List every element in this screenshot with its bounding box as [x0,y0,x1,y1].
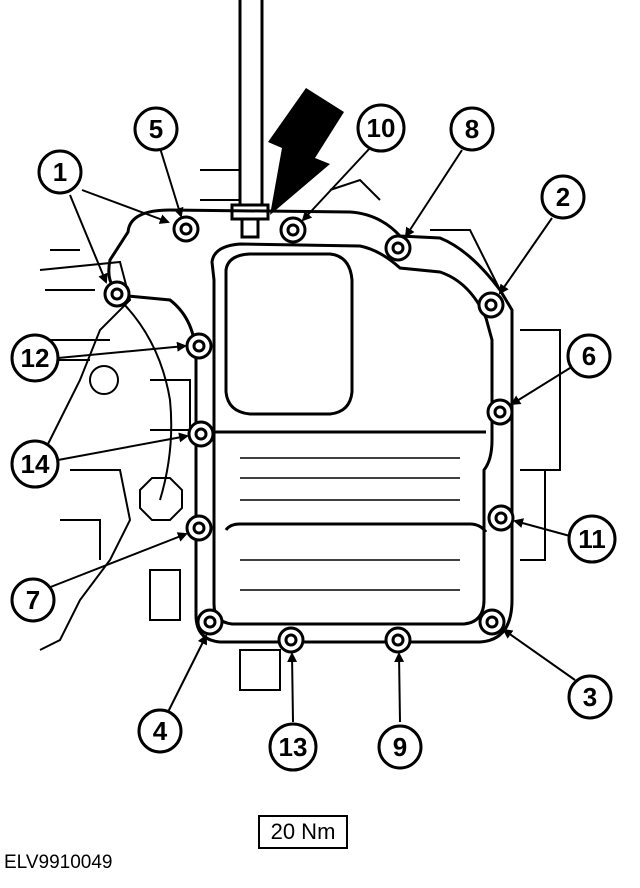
callout-6: 6 [566,333,612,379]
leader-14 [57,432,189,461]
callout-14: 14 [10,439,60,489]
oil-pan [107,208,514,644]
bolt-12 [185,332,213,360]
callout-4: 4 [137,708,183,754]
callout-13: 13 [268,722,318,772]
leader-9 [394,652,405,723]
bolt-7 [185,514,213,542]
svg-text:6: 6 [582,341,596,371]
svg-text:14: 14 [21,449,50,479]
bolt-5 [172,215,200,243]
bolt-6 [486,398,514,426]
leader-6 [510,367,571,406]
oil-pan-flange [107,208,514,644]
bolt-8 [384,234,412,262]
bolt-13 [277,626,305,654]
pointer-arrow [268,88,344,215]
callout-12: 12 [10,333,60,383]
leader-2 [498,217,553,295]
bolt-1 [103,280,131,308]
oil-pan-detail-lines [240,457,460,591]
callout-1: 1 [37,149,83,195]
callout-2: 2 [540,174,586,220]
oil-pan-sump-window [224,252,354,416]
leader-5 [159,147,184,218]
bolt-10 [279,216,307,244]
svg-text:13: 13 [279,732,308,762]
callouts: 1 2 3 4 5 6 7 8 9 10 11 12 13 14 [10,103,617,772]
leader-11 [513,518,571,537]
bolt-9 [384,626,412,654]
svg-text:7: 7 [26,585,40,615]
oil-pan-inner-rim [210,242,494,626]
leader-13 [287,652,298,723]
torque-spec-box: 20 Nm [258,815,348,849]
leader-7 [47,532,188,589]
callout-8: 8 [449,106,495,152]
callout-5: 5 [133,106,179,152]
svg-text:11: 11 [578,524,606,554]
bolt-14 [187,420,215,448]
callout-7: 7 [10,577,56,623]
svg-text:2: 2 [556,182,570,212]
leader-lines [47,147,576,723]
svg-text:9: 9 [393,732,407,762]
leader-12 [57,341,187,359]
callout-9: 9 [377,724,423,770]
svg-text:5: 5 [149,114,163,144]
leader-3 [502,628,576,681]
bolt-3 [478,608,506,636]
callout-10: 10 [356,103,406,153]
svg-text:10: 10 [367,113,396,143]
bolt-4 [196,608,224,636]
svg-text:3: 3 [583,682,597,712]
torque-spec-label: 20 Nm [270,819,336,844]
leader-4 [167,634,207,713]
svg-text:8: 8 [465,114,479,144]
leader-1b [81,189,170,224]
svg-text:4: 4 [153,716,168,746]
bolt-2 [477,291,505,319]
dipstick-tube [230,0,270,239]
leader-1a [69,194,108,284]
svg-text:1: 1 [53,157,67,187]
bolt-11 [487,504,515,532]
oil-pan-rib-mid [224,522,488,533]
figure-reference-code: ELV9910049 [4,852,113,873]
bolts [103,215,515,654]
callout-3: 3 [567,674,613,720]
svg-text:12: 12 [21,343,50,373]
leader-8 [404,149,463,238]
callout-11: 11 [567,514,617,564]
leader-10 [301,147,371,222]
